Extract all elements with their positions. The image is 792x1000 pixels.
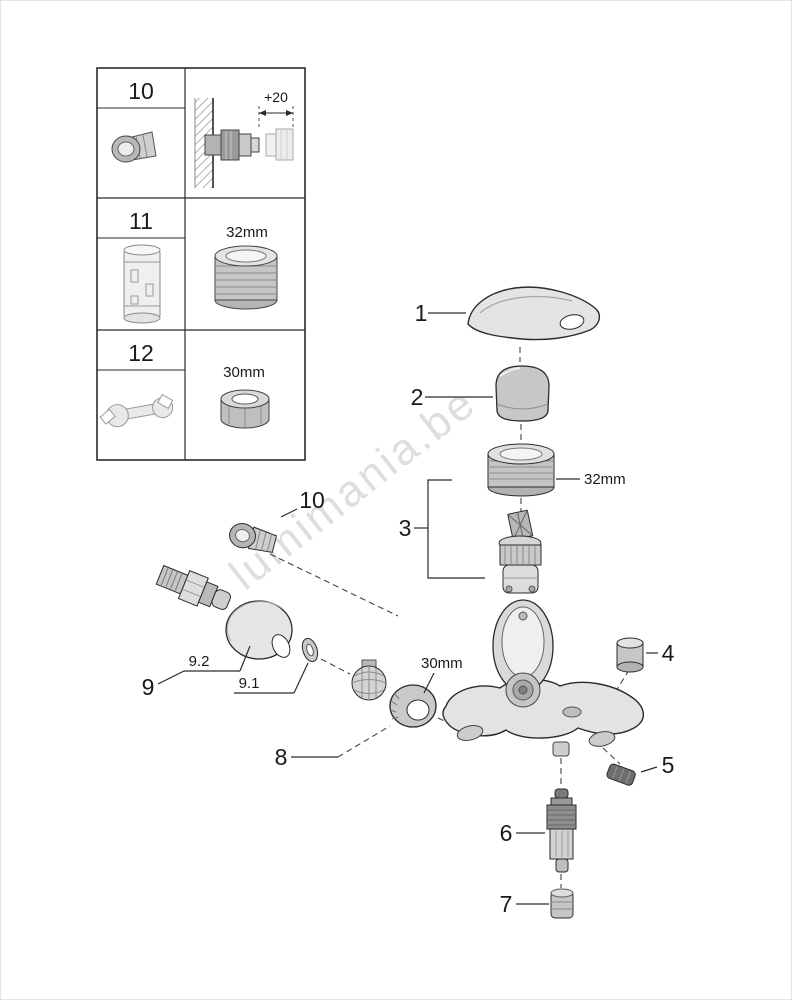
callout-5: 5 xyxy=(662,752,675,778)
part-3-cartridge xyxy=(498,509,542,594)
legend-row-10-number: 10 xyxy=(128,78,154,104)
part-5-clip xyxy=(606,763,636,786)
callout-4: 4 xyxy=(662,640,675,666)
legend-row-12-number: 12 xyxy=(128,340,154,366)
callout-labels: 1 2 3 4 5 6 7 8 9 9.2 9.1 10 xyxy=(142,300,675,917)
callout-8: 8 xyxy=(275,744,288,770)
callout-3-bracket xyxy=(414,479,485,579)
part-2-dome-cap xyxy=(495,365,550,422)
callout-leader-lines xyxy=(157,312,658,905)
legend-row-11-number: 11 xyxy=(129,208,153,234)
callout-10: 10 xyxy=(299,487,325,513)
part-7-check-valve xyxy=(550,888,574,919)
part-1-lever-handle xyxy=(467,286,601,341)
callout-1: 1 xyxy=(415,300,428,326)
ring-32mm-legend: 32mm xyxy=(214,224,278,310)
legend-32mm-label: 32mm xyxy=(226,224,268,241)
part-3-ring-32mm: 32mm xyxy=(487,443,626,497)
dim-32mm-label: 32mm xyxy=(584,471,626,488)
callout-9: 9 xyxy=(142,674,155,700)
part-6-diverter xyxy=(546,788,577,873)
extension-tube-icon xyxy=(123,244,161,324)
adapter-icon xyxy=(111,131,157,163)
part-10-fitting xyxy=(229,523,278,553)
callout-9-1: 9.1 xyxy=(239,675,260,692)
part-4-plug xyxy=(616,637,644,673)
faucet-body xyxy=(442,599,644,757)
part-9-washer xyxy=(301,637,319,663)
callout-6: 6 xyxy=(500,820,513,846)
legend-30mm-label: 30mm xyxy=(223,364,265,381)
nut-30mm-legend: 30mm xyxy=(220,364,270,429)
legend-table: 10 11 12 xyxy=(96,67,306,461)
part-9-union xyxy=(155,564,231,610)
callout-7: 7 xyxy=(500,891,513,917)
part-8-flow-straightener xyxy=(351,659,387,701)
dimension-plus20: +20 xyxy=(264,89,288,105)
part-8-nut-30mm: 30mm xyxy=(389,655,463,728)
callout-9-2: 9.2 xyxy=(189,653,210,670)
callout-3: 3 xyxy=(399,515,412,541)
extension-install-diagram: +20 xyxy=(194,89,294,188)
callout-2: 2 xyxy=(411,384,424,410)
part-9-escutcheon xyxy=(225,600,293,660)
dim-30mm-label: 30mm xyxy=(421,655,463,672)
wrench-icon xyxy=(99,393,174,428)
